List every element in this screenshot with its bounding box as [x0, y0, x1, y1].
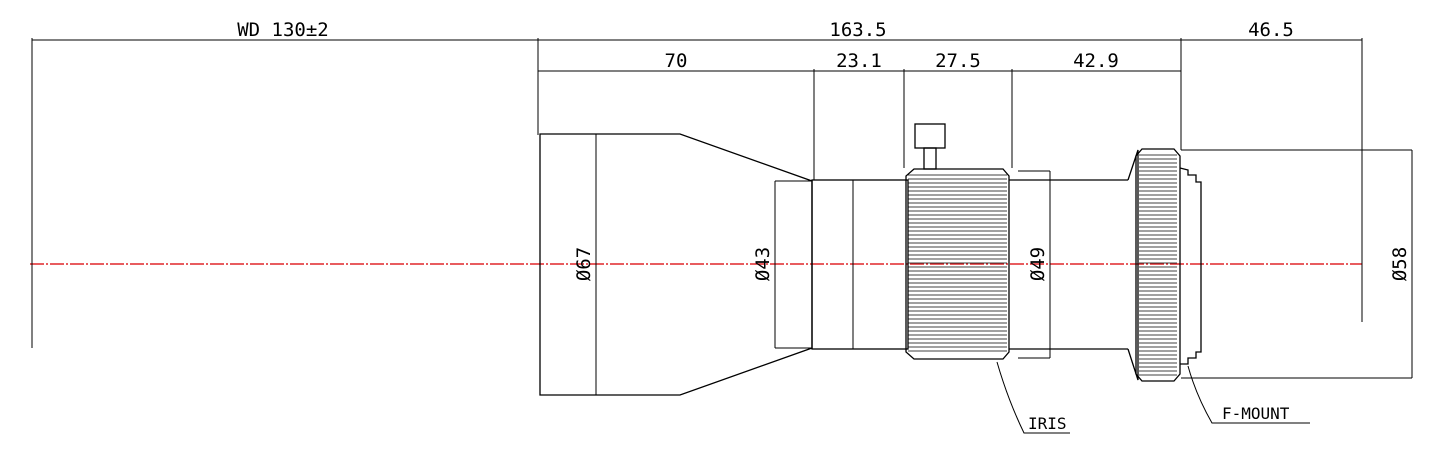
- dim-27-5-text: 27.5: [935, 50, 981, 72]
- dia-49-text: Ø49: [1027, 247, 1049, 281]
- iris-knurl-lines: [908, 174, 1007, 352]
- dim-23-1-text: 23.1: [836, 50, 882, 72]
- dia-58-text: Ø58: [1389, 247, 1411, 281]
- mount-leader: F-MOUNT: [1187, 365, 1310, 424]
- dim-flange-text: 46.5: [1248, 19, 1294, 41]
- iris-leader: IRIS: [996, 361, 1070, 434]
- dim-70-text: 70: [665, 50, 688, 72]
- dia-67-text: Ø67: [573, 247, 595, 281]
- barrel-rear: [1009, 149, 1139, 381]
- f-mount-label: F-MOUNT: [1222, 404, 1290, 423]
- dim-working-distance: WD 130±2: [31, 19, 538, 348]
- iris-pin: [914, 123, 946, 170]
- iris-label: IRIS: [1028, 414, 1067, 433]
- mount-knurl-lines: [1139, 154, 1177, 376]
- dim-sections: 70 23.1 27.5 42.9: [538, 50, 1181, 180]
- dia-43-text: Ø43: [752, 247, 774, 281]
- barrel-front: [774, 179, 909, 350]
- dim-42-9-text: 42.9: [1073, 50, 1119, 72]
- iris-ring: [905, 168, 1010, 360]
- dim-wd-text: WD 130±2: [237, 19, 329, 41]
- dim-flange-back: 46.5: [1181, 19, 1363, 322]
- dim-total-length: 163.5: [537, 19, 1182, 150]
- dim-total-text: 163.5: [829, 19, 886, 41]
- mount-ring: [1135, 148, 1181, 382]
- f-mount-flange: [1179, 149, 1413, 379]
